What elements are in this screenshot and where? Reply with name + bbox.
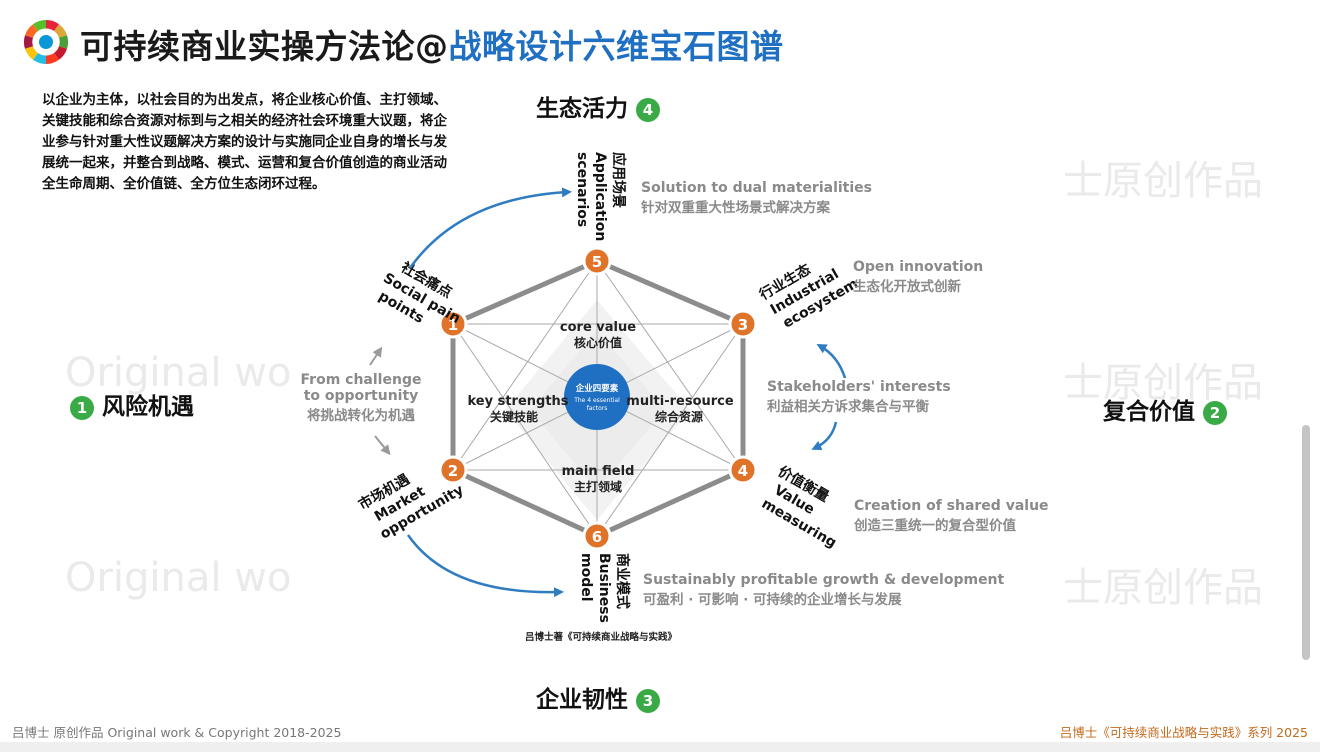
caption-growth-zh: 可盈利 · 可影响 · 可持续的企业增长与发展 <box>643 592 902 608</box>
watermark-brand-2: 士原创作品 <box>1063 360 1263 406</box>
svg-text:Application: Application <box>592 152 608 241</box>
intro-paragraph: 以企业为主体，以社会目的为出发点，将企业核心价值、主打领域、关键技能和综合资源对… <box>42 92 447 192</box>
title-main: 可持续商业实操方法论@ <box>80 27 449 66</box>
dimension-risk-badge: 1 <box>70 395 94 420</box>
caption-shared-value-zh: 创造三重统一的复合型价值 <box>854 518 1016 534</box>
caption-growth-en: Sustainably profitable growth & developm… <box>643 572 1005 588</box>
svg-text:4: 4 <box>738 462 748 480</box>
node-1: 1 <box>438 309 468 339</box>
source-citation: 吕博士著《可持续商业战略与实践》 <box>525 632 678 643</box>
arrow-stakeholders-down <box>811 421 838 450</box>
center-circle: 企业四要素 The 4 essential factors <box>564 364 630 430</box>
dimension-ecology: 生态活力 4 <box>536 89 661 123</box>
svg-text:model: model <box>578 553 594 602</box>
caption-shared-value: Creation of shared value 创造三重统一的复合型价值 <box>854 498 1049 534</box>
key-strengths-zh: 关键技能 <box>490 409 538 424</box>
watermark-brand-3: 士原创作品 <box>1063 565 1263 611</box>
key-strengths-en: key strengths <box>467 394 568 409</box>
caption-ecosystem-en: Open innovation <box>853 259 984 275</box>
watermark-brand-1: 士原创作品 <box>1063 158 1263 204</box>
svg-text:3: 3 <box>738 316 748 334</box>
caption-ecosystem: Open innovation 生态化开放式创新 <box>853 259 983 295</box>
bottom-bar <box>0 742 1320 752</box>
core-value-zh: 核心价值 <box>574 335 622 350</box>
caption-challenge-zh: 将挑战转化为机遇 <box>307 408 415 424</box>
svg-text:5: 5 <box>592 253 602 271</box>
arrow-challenge-up <box>369 346 383 366</box>
vertical-scrollbar[interactable] <box>1302 425 1310 660</box>
svg-text:scenarios: scenarios <box>574 152 590 227</box>
node-label-6: 商业模式 Business model <box>578 553 631 623</box>
caption-challenge-en2: to opportunity <box>303 388 419 404</box>
caption-growth: Sustainably profitable growth & developm… <box>643 572 1004 608</box>
caption-scenarios: Solution to dual materialities 针对双重重大性场景… <box>641 180 872 216</box>
svg-text:6: 6 <box>592 528 602 546</box>
dimension-ecology-label: 生态活力 <box>536 96 628 122</box>
main-field-en: main field <box>562 464 635 479</box>
caption-stakeholders: Stakeholders' interests 利益相关方诉求集合与平衡 <box>767 379 951 415</box>
center-zh: 企业四要素 <box>575 383 619 394</box>
dimension-resilience-badge: 3 <box>636 688 661 713</box>
arrow-challenge-down <box>374 435 391 456</box>
footer-copyright: 吕博士 原创作品 Original work & Copyright 2018-… <box>12 725 342 740</box>
node-label-5: 应用场景 Application scenarios <box>574 152 627 241</box>
caption-shared-value-en: Creation of shared value <box>854 498 1049 514</box>
svg-text:Business: Business <box>596 553 612 623</box>
main-field-zh: 主打领域 <box>574 479 622 494</box>
dimension-risk-label: 风险机遇 <box>102 394 195 420</box>
caption-challenge: From challenge to opportunity 将挑战转化为机遇 <box>298 372 424 424</box>
center-en1: The 4 essential <box>573 397 620 404</box>
svg-text:应用场景: 应用场景 <box>610 152 627 208</box>
watermark-original-2: Original wo <box>65 555 292 601</box>
footer-series: 吕博士《可持续商业战略与实践》系列 2025 <box>1059 725 1308 740</box>
title-accent: 战略设计六维宝石图谱 <box>448 27 784 66</box>
arrow-to-scenarios <box>408 187 572 269</box>
dimension-resilience: 企业韧性 3 <box>536 680 661 714</box>
dimension-value: 复合价值 2 <box>1103 392 1228 426</box>
watermark-original-1: Original wo <box>65 350 292 396</box>
node-label-4: 价值衡量 Value measuring <box>759 463 839 552</box>
core-value-en: core value <box>560 320 636 335</box>
caption-ecosystem-zh: 生态化开放式创新 <box>853 279 961 295</box>
dimension-value-label: 复合价值 <box>1103 399 1195 425</box>
caption-scenarios-zh: 针对双重重大性场景式解决方案 <box>641 200 830 216</box>
caption-scenarios-en: Solution to dual materialities <box>641 180 872 196</box>
node-3: 3 <box>728 309 758 339</box>
sdg-wheel-logo <box>22 18 70 66</box>
dimension-resilience-label: 企业韧性 <box>536 687 628 713</box>
hex-nodes: 1 2 3 4 5 6 <box>438 246 758 551</box>
arrow-to-business-model <box>406 534 564 598</box>
dimension-risk: 1 风险机遇 <box>70 387 194 421</box>
svg-text:2: 2 <box>448 462 458 480</box>
svg-text:商业模式: 商业模式 <box>614 553 631 609</box>
node-6: 6 <box>582 521 612 551</box>
caption-stakeholders-en: Stakeholders' interests <box>767 379 951 395</box>
node-label-3: 行业生态 Industrial ecosystem <box>756 261 861 332</box>
caption-challenge-en1: From challenge <box>300 372 422 388</box>
dimension-ecology-badge: 4 <box>636 97 661 122</box>
node-4: 4 <box>728 455 758 485</box>
dimension-value-badge: 2 <box>1203 400 1228 425</box>
arrow-stakeholders-up <box>816 344 847 379</box>
multi-resource-zh: 综合资源 <box>655 409 703 424</box>
page-title: 可持续商业实操方法论@战略设计六维宝石图谱 <box>80 20 784 68</box>
node-2: 2 <box>438 455 468 485</box>
multi-resource-en: multi-resource <box>626 394 734 409</box>
center-en2: factors <box>587 405 608 412</box>
node-5: 5 <box>582 246 612 276</box>
inner-labels: core value 核心价值 key strengths 关键技能 multi… <box>467 320 733 494</box>
svg-text:1: 1 <box>448 316 458 334</box>
caption-stakeholders-zh: 利益相关方诉求集合与平衡 <box>767 399 929 415</box>
